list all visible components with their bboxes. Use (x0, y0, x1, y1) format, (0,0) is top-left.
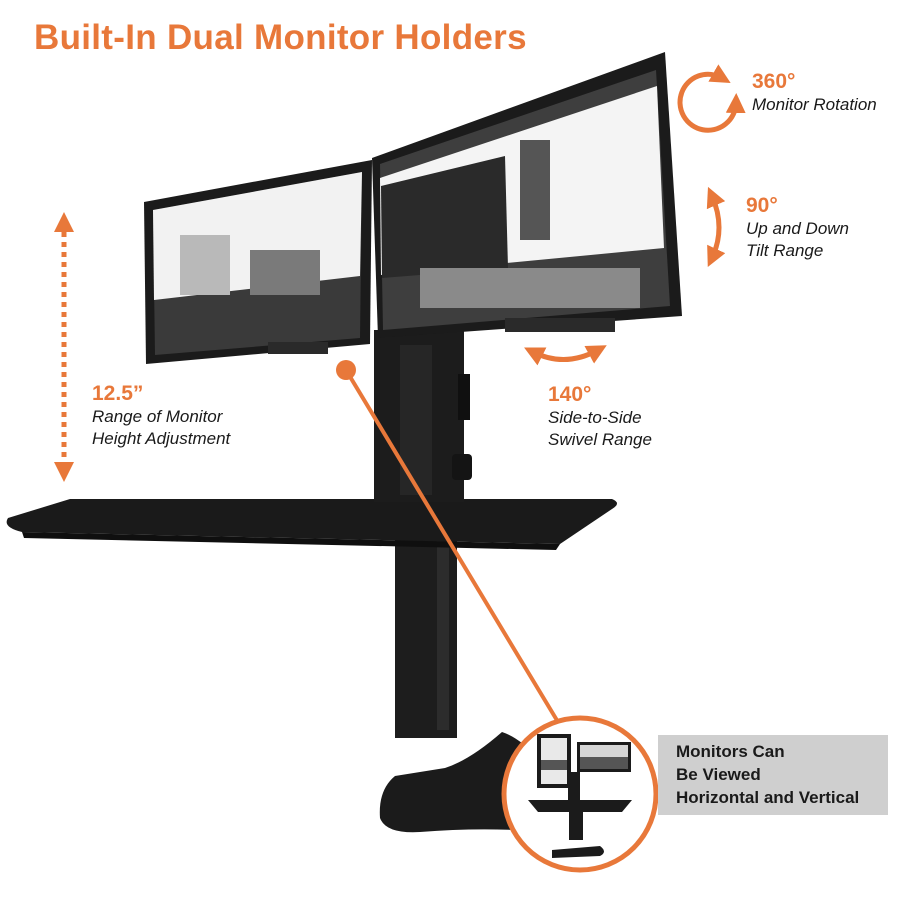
tilt-description-line2: Tilt Range (746, 241, 824, 260)
swivel-arrow-icon (524, 345, 607, 366)
tilt-feature: 90° Up and Down Tilt Range (746, 194, 849, 262)
page-title: Built-In Dual Monitor Holders (34, 18, 527, 57)
swivel-feature: 140° Side-to-Side Swivel Range (548, 383, 652, 451)
callout-line-1: Monitors Can (676, 742, 785, 761)
height-description-line2: Height Adjustment (92, 429, 231, 448)
inset-illustration (528, 734, 632, 858)
callout-line-2: Be Viewed (676, 765, 761, 784)
swivel-value: 140° (548, 383, 592, 406)
callout-pointer-dot (336, 360, 356, 380)
rotation-value: 360° (752, 70, 796, 93)
keyboard-tray (6, 499, 618, 544)
height-description-line1: Range of Monitor (92, 407, 223, 426)
swivel-description-line2: Swivel Range (548, 430, 652, 449)
tilt-arrow-icon (706, 186, 726, 268)
swivel-description-line1: Side-to-Side (548, 408, 642, 427)
callout-pointer-line (344, 368, 560, 724)
tilt-value: 90° (746, 194, 778, 217)
rotation-arrow-icon (677, 64, 746, 133)
rotation-description: Monitor Rotation (752, 95, 877, 114)
tilt-description-line1: Up and Down (746, 219, 850, 238)
rotation-feature: 360° Monitor Rotation (752, 70, 877, 116)
height-knob (452, 454, 472, 480)
height-value: 12.5” (92, 382, 144, 405)
height-feature: 12.5” Range of Monitor Height Adjustment (92, 382, 230, 450)
callout-box (658, 735, 888, 815)
callout-line-3: Horizontal and Vertical (676, 788, 860, 807)
